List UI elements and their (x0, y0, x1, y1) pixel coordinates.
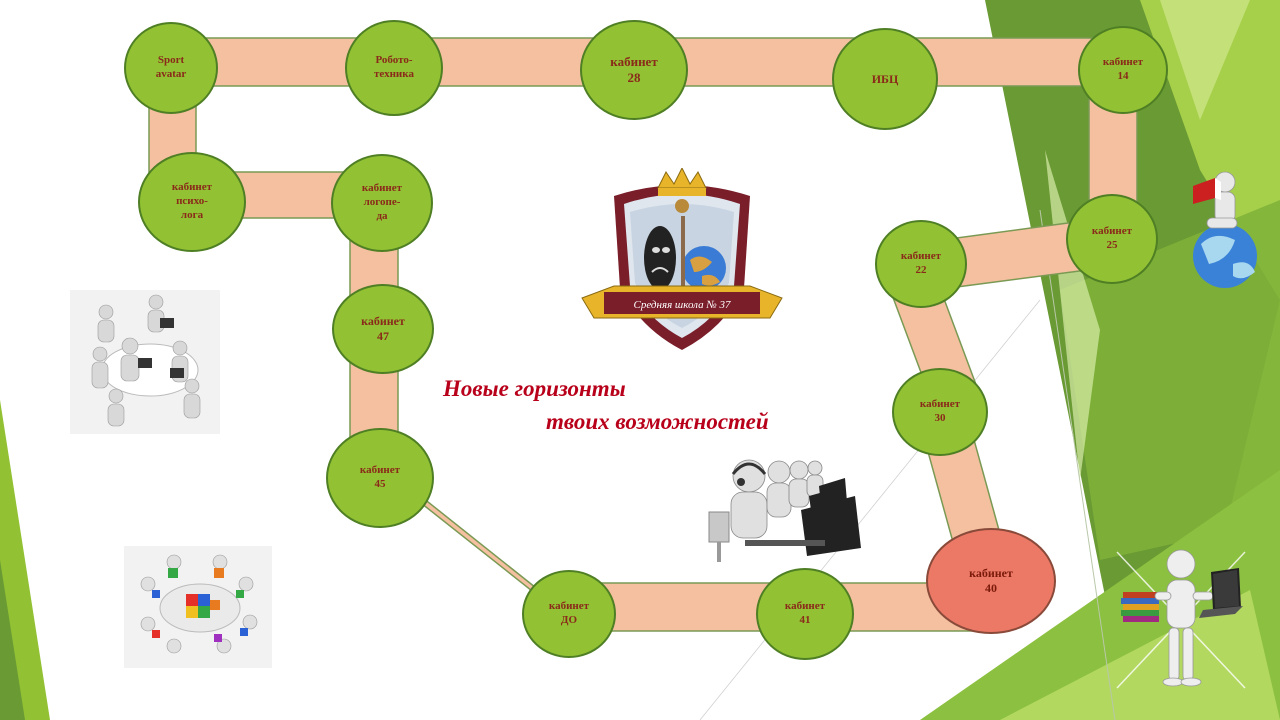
slogan-line-1: Новые горизонты (443, 376, 626, 401)
node-cabinet-do[interactable]: кабинет ДО (522, 570, 616, 658)
book-laptop-icon (1116, 549, 1246, 689)
node-robotics[interactable]: Робото- техника (345, 20, 443, 116)
node-cabinet-25[interactable]: кабинет 25 (1066, 194, 1158, 284)
node-cabinet-45[interactable]: кабинет 45 (326, 428, 434, 528)
node-cabinet-47[interactable]: кабинет 47 (332, 284, 434, 374)
school-emblem-icon: Средняя школа № 37 (581, 168, 783, 350)
reader-on-globe-icon (1193, 171, 1257, 288)
emblem-label: Средняя школа № 37 (633, 299, 731, 311)
node-cabinet-22[interactable]: кабинет 22 (875, 220, 967, 308)
call-center-icon (708, 459, 861, 562)
node-ibc[interactable]: ИБЦ (832, 28, 938, 130)
meeting-table-icon (70, 290, 220, 434)
node-psychologist[interactable]: кабинет психо- лога (138, 152, 246, 252)
node-cabinet-28[interactable]: кабинет 28 (580, 20, 688, 120)
node-cabinet-14[interactable]: кабинет 14 (1078, 26, 1168, 114)
puzzle-team-icon (124, 546, 272, 668)
slogan-line-2: твоих возможностей (546, 409, 769, 434)
node-sport-avatar[interactable]: Sport avatar (124, 22, 218, 114)
node-cabinet-30[interactable]: кабинет 30 (892, 368, 988, 456)
node-speech-therapist[interactable]: кабинет логопе- да (331, 154, 433, 252)
node-cabinet-41[interactable]: кабинет 41 (756, 568, 854, 660)
node-cabinet-40[interactable]: кабинет 40 (926, 528, 1056, 634)
